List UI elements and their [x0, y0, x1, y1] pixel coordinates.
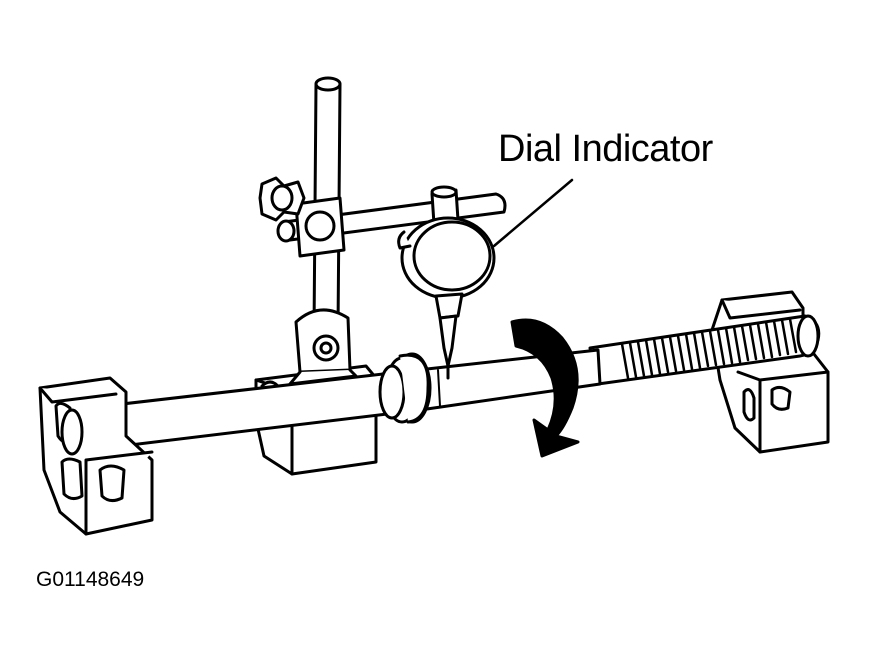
dial-indicator	[397, 216, 496, 380]
callout-leader-line	[492, 178, 574, 248]
rotation-arrow-icon	[510, 318, 580, 458]
figure-code: G01148649	[36, 568, 145, 591]
left-v-block	[38, 376, 154, 536]
stand-swivel-clamp	[288, 308, 358, 386]
shaft-threaded-end	[588, 314, 821, 386]
upper-clamp	[294, 196, 346, 258]
shaft-flange	[378, 352, 432, 424]
clamp-knob-icon	[258, 176, 306, 222]
dial-indicator-label: Dial Indicator	[498, 128, 713, 170]
